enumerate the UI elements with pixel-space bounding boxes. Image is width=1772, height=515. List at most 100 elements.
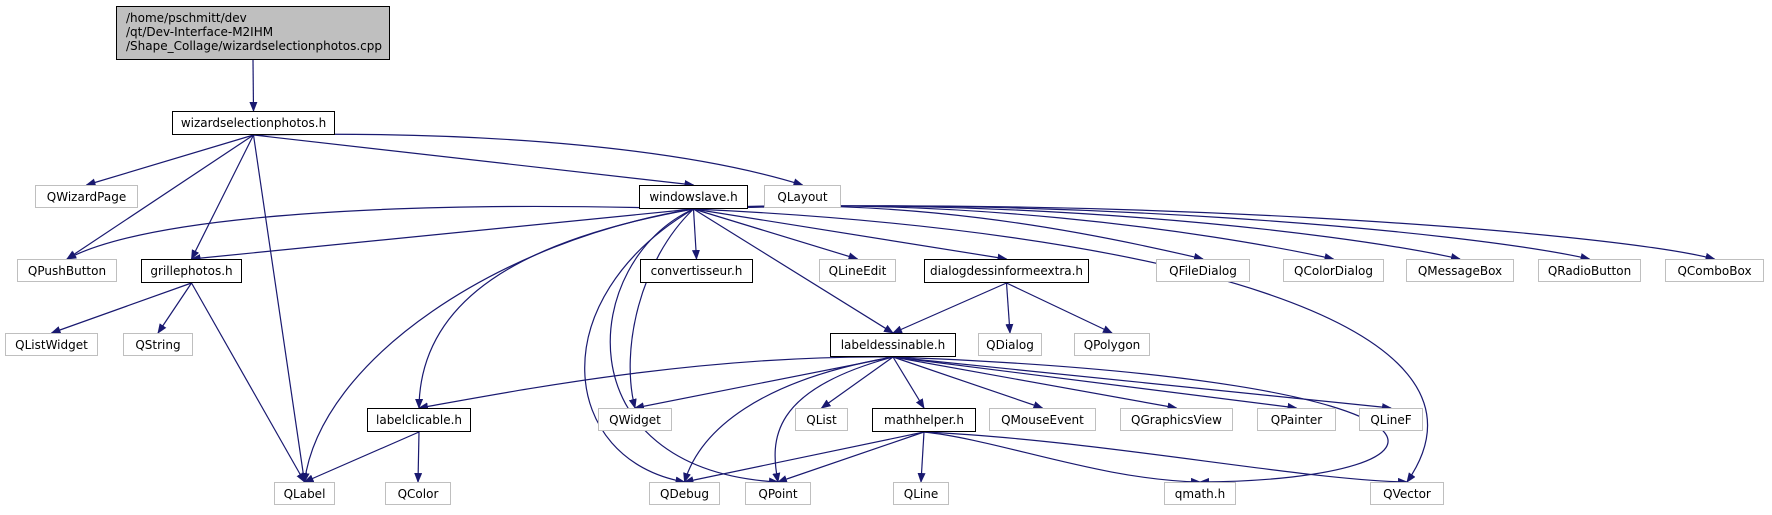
node-qstring: QString (123, 333, 193, 356)
node-label: wizardselectionphotos.h (180, 116, 327, 130)
edge-wizardselectionphotos-h-to-grillephotos-h (190, 134, 255, 260)
edge-labelclicable-h-to-qlabel (303, 431, 420, 483)
edge-labeldessinable-h-to-qmouseevent (892, 356, 1044, 409)
node-qdialog: QDialog (978, 333, 1042, 356)
edge-wizardselectionphotos-h-to-qlayout (253, 133, 804, 187)
node-label: dialogdessinformeextra.h (929, 264, 1084, 278)
edge-windowslave-h-to-qcombobox (693, 205, 1716, 261)
node-label: QWidget (609, 412, 661, 427)
node-label: QListWidget (15, 337, 88, 352)
edge-dialogdessinformeextra-h-to-qpolygon (1006, 282, 1113, 334)
edge-labeldessinable-h-to-mathhelper-h (892, 356, 925, 409)
node-label: qmath.h (1174, 486, 1226, 501)
node-label: /home/pschmitt/dev /qt/Dev-Interface-M2I… (126, 11, 382, 53)
node-dialogdessinformeextra-h[interactable]: dialogdessinformeextra.h (924, 259, 1089, 283)
node-qlist: QList (795, 408, 848, 431)
edge-windowslave-h-to-qvector (693, 208, 1429, 483)
node-label: QLayout (777, 189, 828, 204)
node-label: QPoint (758, 486, 798, 501)
node-windowslave-h[interactable]: windowslave.h (639, 185, 748, 209)
edge-windowslave-h-to-qpoint (609, 208, 779, 486)
edge-wizardselectionphotos-h-to-windowslave-h (253, 134, 695, 188)
edge-windowslave-h-to-qdebug (584, 208, 694, 485)
node-root[interactable]: /home/pschmitt/dev /qt/Dev-Interface-M2I… (116, 6, 390, 60)
edge-windowslave-h-to-dialogdessinformeextra-h (693, 208, 1008, 262)
node-label: QLineEdit (828, 263, 887, 278)
node-qlistwidget: QListWidget (5, 333, 98, 356)
edge-wizardselectionphotos-h-to-qwizardpage (85, 134, 254, 187)
node-label: QColor (397, 486, 439, 501)
node-labelclicable-h[interactable]: labelclicable.h (367, 408, 471, 432)
node-label: QComboBox (1677, 263, 1752, 278)
node-label: QMessageBox (1417, 263, 1503, 278)
node-qwidget: QWidget (598, 408, 672, 431)
edge-mathhelper-h-to-qline (917, 431, 926, 483)
node-label: grillephotos.h (150, 264, 233, 278)
edge-mathhelper-h-to-qdebug (683, 431, 925, 485)
node-qgraphicsview: QGraphicsView (1120, 408, 1233, 431)
edge-labeldessinable-h-to-qpoint (772, 356, 894, 483)
edge-windowslave-h-to-qradiobutton (693, 205, 1591, 261)
edge-windowslave-h-to-qlabel (301, 208, 694, 483)
edge-windowslave-h-to-labelclicable-h (415, 208, 694, 409)
edge-labeldessinable-h-to-qdebug (683, 356, 894, 483)
node-wizardselectionphotos-h[interactable]: wizardselectionphotos.h (172, 111, 335, 135)
node-qlinef: QLineF (1359, 408, 1423, 431)
node-label: QPushButton (27, 263, 107, 278)
edge-wizardselectionphotos-h-to-qlabel (252, 134, 308, 483)
node-label: QGraphicsView (1131, 412, 1222, 427)
node-label: QFileDialog (1169, 263, 1237, 278)
node-qmath-h: qmath.h (1164, 482, 1236, 505)
node-qfiledialog: QFileDialog (1156, 259, 1250, 282)
node-qmouseevent: QMouseEvent (989, 408, 1096, 431)
edge-wizardselectionphotos-h-to-qpushbutton (66, 134, 254, 260)
edge-mathhelper-h-to-qvector (923, 431, 1408, 486)
edge-labeldessinable-h-to-qlist (820, 356, 894, 409)
edge-windowslave-h-to-qwidget (628, 208, 694, 409)
node-labeldessinable-h[interactable]: labeldessinable.h (830, 333, 956, 357)
node-qwizardpage: QWizardPage (35, 185, 138, 208)
edge-labeldessinable-h-to-qpainter (892, 356, 1298, 411)
node-qmessagebox: QMessageBox (1406, 259, 1514, 282)
edge-mathhelper-h-to-qmath-h (923, 431, 1201, 486)
edge-windowslave-h-to-convertisseur-h (691, 208, 700, 260)
edge-windowslave-h-to-labeldessinable-h (693, 208, 894, 334)
node-label: QLineF (1370, 412, 1412, 427)
edge-dialogdessinformeextra-h-to-labeldessinable-h (892, 282, 1007, 334)
edge-labeldessinable-h-to-labelclicable-h (418, 356, 894, 411)
node-label: mathhelper.h (884, 413, 964, 427)
edge-grillephotos-h-to-qstring (157, 282, 192, 334)
node-qlabel: QLabel (274, 482, 335, 505)
node-label: convertisseur.h (650, 264, 743, 278)
node-mathhelper-h[interactable]: mathhelper.h (872, 408, 976, 432)
edge-grillephotos-h-to-qlabel (190, 282, 306, 483)
node-label: QDebug (660, 486, 709, 501)
edge-windowslave-h-to-qpushbutton (66, 205, 694, 260)
edge-grillephotos-h-to-qlistwidget (50, 282, 192, 334)
node-label: QLine (903, 486, 939, 501)
node-convertisseur-h[interactable]: convertisseur.h (640, 259, 753, 283)
edge-windowslave-h-to-qlineedit (693, 208, 859, 261)
node-qlayout: QLayout (764, 185, 841, 208)
node-label: QLabel (283, 486, 326, 501)
edge-dialogdessinformeextra-h-to-qdialog (1005, 282, 1014, 334)
node-label: QColorDialog (1294, 263, 1373, 278)
node-qlineedit: QLineEdit (819, 259, 896, 282)
node-label: QVector (1383, 486, 1431, 501)
edge-labelclicable-h-to-qcolor (414, 431, 423, 483)
node-qpolygon: QPolygon (1074, 333, 1150, 356)
node-label: labeldessinable.h (840, 338, 946, 352)
node-grillephotos-h[interactable]: grillephotos.h (141, 259, 242, 283)
node-qpoint: QPoint (745, 482, 811, 505)
node-qvector: QVector (1370, 482, 1444, 505)
node-label: windowslave.h (649, 190, 738, 204)
edge-root-to-wizardselectionphotos-h (249, 59, 258, 112)
node-qdebug: QDebug (649, 482, 720, 505)
node-qpainter: QPainter (1257, 408, 1336, 431)
node-qcolordialog: QColorDialog (1283, 259, 1384, 282)
node-label: QMouseEvent (1001, 412, 1084, 427)
edge-labeldessinable-h-to-qgraphicsview (892, 356, 1178, 411)
node-label: QDialog (986, 337, 1034, 352)
